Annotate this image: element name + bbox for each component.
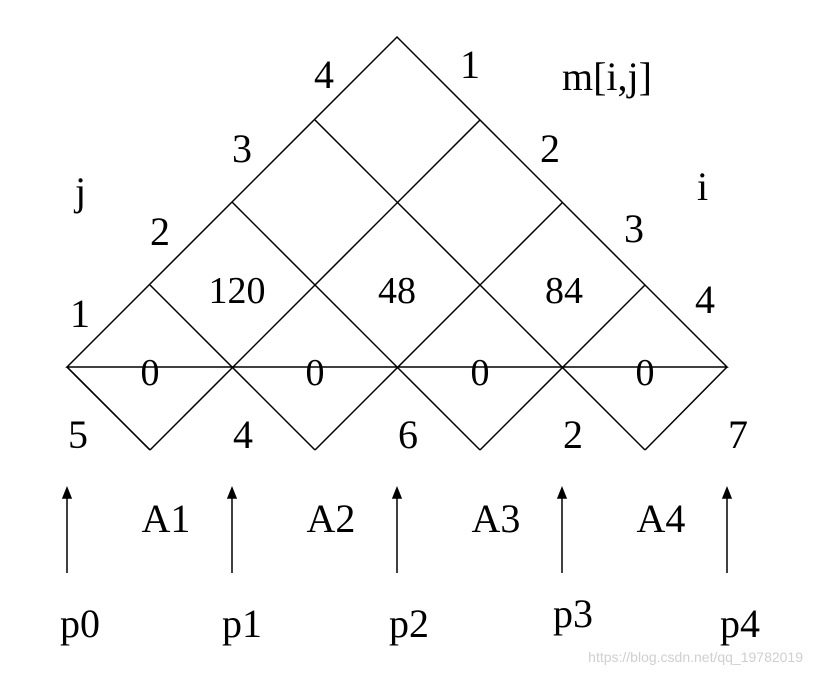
cell-value: 48 [378, 270, 416, 312]
dimension-label: 2 [563, 412, 583, 457]
arrow-head [61, 485, 73, 499]
arrow-head [721, 485, 733, 499]
j-index: 2 [150, 209, 170, 254]
dimension-label: 6 [398, 412, 418, 457]
p-label: p3 [553, 591, 593, 636]
arrows [61, 485, 733, 573]
dimension-label: 5 [68, 412, 88, 457]
grid-line [314, 119, 646, 451]
cell-value: 120 [209, 270, 266, 312]
matrix-label: A2 [307, 496, 356, 541]
p-label: p0 [60, 601, 100, 646]
triangle-grid [65, 35, 729, 451]
axis-i-label: i [697, 164, 708, 209]
cell-value: 84 [545, 270, 583, 312]
i-index: 4 [695, 277, 715, 322]
arrow-head [391, 485, 403, 499]
grid-line [66, 366, 151, 451]
i-index: 1 [460, 42, 480, 87]
p-label: p4 [720, 601, 760, 646]
watermark: https://blog.csdn.net/qq_19782019 [588, 649, 803, 665]
i-index: 2 [540, 126, 560, 171]
dimension-label: 4 [233, 412, 253, 457]
j-index: 3 [232, 126, 252, 171]
grid-line [231, 201, 481, 451]
cell-value: 0 [306, 352, 325, 394]
matrix-label: A1 [142, 496, 191, 541]
arrow-head [556, 485, 568, 499]
dimension-label: 7 [728, 412, 748, 457]
arrow-head [226, 485, 238, 499]
grid-line [149, 284, 316, 451]
corner-label: m[i,j] [562, 54, 652, 99]
grid-line [644, 366, 728, 451]
grid-line [314, 202, 563, 451]
matrix-label: A3 [472, 496, 521, 541]
axis-j-label: j [73, 169, 86, 214]
j-index: 1 [70, 291, 90, 336]
cell-value: 0 [141, 352, 160, 394]
i-index: 3 [624, 206, 644, 251]
cell-value: 0 [636, 352, 655, 394]
cell-value: 0 [471, 352, 490, 394]
matrix-label: A4 [637, 496, 686, 541]
j-index: 4 [314, 52, 334, 97]
p-label: p1 [222, 601, 262, 646]
p-label: p2 [389, 601, 429, 646]
